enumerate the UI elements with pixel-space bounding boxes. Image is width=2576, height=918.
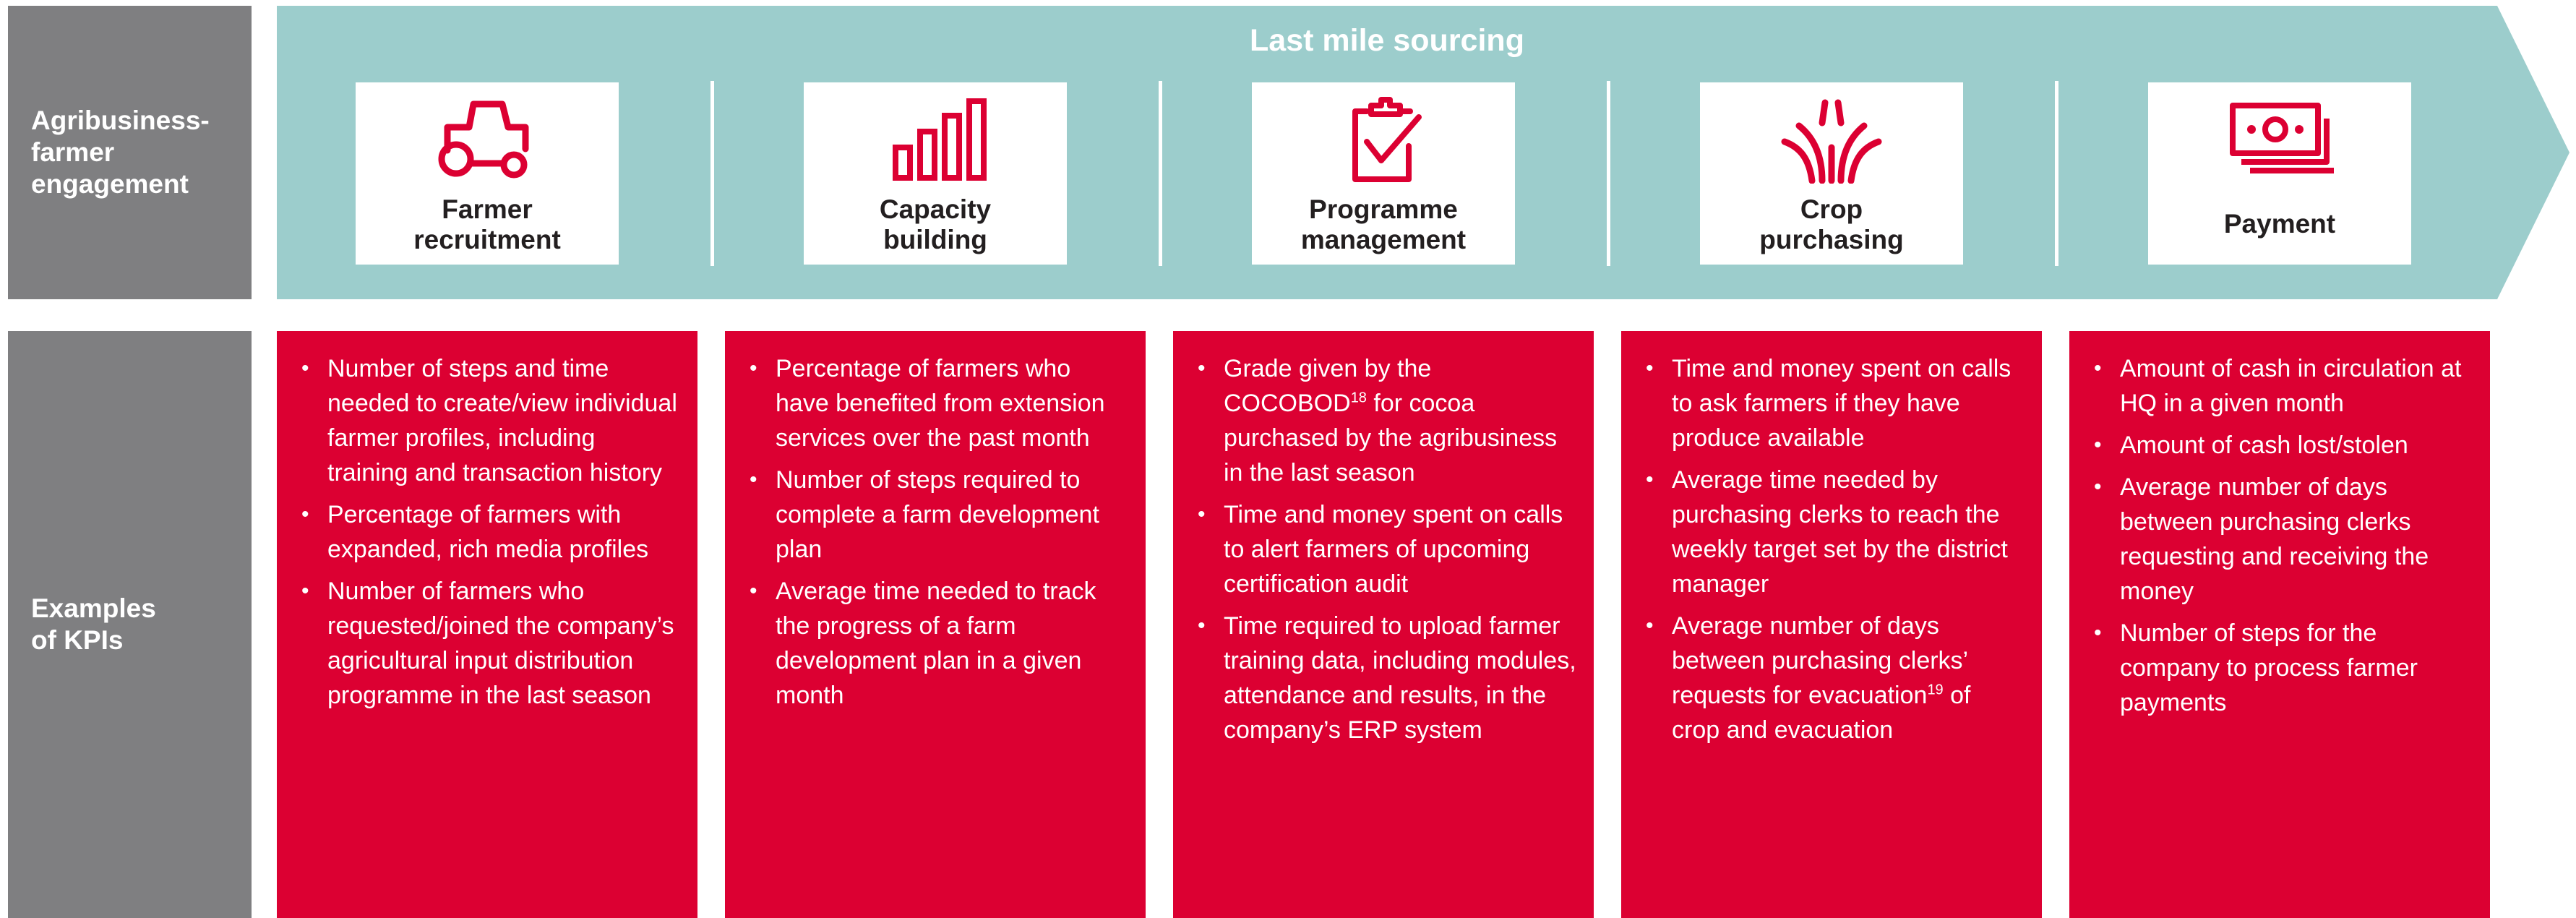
kpi-item: Average time needed to track the progres… [745, 574, 1128, 713]
step-payment: Payment [2148, 82, 2411, 265]
row-label-kpis-text: Examples of KPIs [31, 593, 156, 655]
footnote-ref: 18 [1350, 390, 1367, 406]
clipboard-check-icon [1352, 97, 1422, 182]
kpi-list: Percentage of farmers who have benefited… [745, 351, 1128, 713]
kpi-item: Percentage of farmers who have benefited… [745, 351, 1128, 455]
kpi-item: Average number of days between purchasin… [1641, 609, 2025, 747]
kpi-item: Time required to upload farmer training … [1193, 609, 1576, 747]
kpi-text: Grade given by the COCOBOD [1224, 355, 1432, 417]
kpi-list: Amount of cash in circulation at HQ in a… [2090, 351, 2473, 720]
kpi-item: Time and money spent on calls to alert f… [1193, 497, 1576, 601]
kpi-item: Number of steps required to complete a f… [745, 463, 1128, 567]
step-divider [1607, 81, 1610, 266]
step-label: Payment [2223, 209, 2336, 239]
kpi-list: Number of steps and time needed to creat… [297, 351, 680, 713]
step-programme-management: Programme management [1252, 82, 1515, 265]
step-divider [2055, 81, 2058, 266]
kpi-item: Grade given by the COCOBOD18 for cocoa p… [1193, 351, 1576, 490]
kpi-item: Average number of days between purchasin… [2090, 470, 2473, 609]
kpi-card-programme-management: Grade given by the COCOBOD18 for cocoa p… [1173, 331, 1594, 918]
kpi-item: Number of steps and time needed to creat… [297, 351, 680, 490]
kpi-item: Percentage of farmers with expanded, ric… [297, 497, 680, 567]
kpi-text: for cocoa purchased by the agribusiness … [1224, 390, 1558, 486]
kpi-list: Time and money spent on calls to ask far… [1641, 351, 2025, 747]
kpi-item: Amount of cash in circulation at HQ in a… [2090, 351, 2473, 421]
kpi-item: Number of steps for the company to proce… [2090, 616, 2473, 720]
row-label-engagement-text: Agribusiness- farmer engagement [31, 106, 210, 199]
kpi-item: Average time needed by purchasing clerks… [1641, 463, 2025, 601]
kpi-card-farmer-recruitment: Number of steps and time needed to creat… [277, 331, 697, 918]
kpi-text: Average number of days between purchasin… [1672, 612, 1967, 709]
tractor-icon [438, 100, 529, 179]
kpi-card-payment: Amount of cash in circulation at HQ in a… [2069, 331, 2490, 918]
step-label: Programme management [1300, 194, 1467, 254]
step-divider [710, 81, 714, 266]
step-label: Farmer recruitment [413, 194, 561, 254]
kpi-list: Grade given by the COCOBOD18 for cocoa p… [1193, 351, 1576, 747]
kpi-card-capacity-building: Percentage of farmers who have benefited… [725, 331, 1146, 918]
step-farmer-recruitment: Farmer recruitment [356, 82, 619, 265]
footnote-ref: 19 [1927, 682, 1944, 698]
step-capacity-building: Capacity building [804, 82, 1067, 265]
kpi-item: Amount of cash lost/stolen [2090, 428, 2473, 463]
bar-chart-icon [893, 98, 987, 181]
step-divider [1159, 81, 1162, 266]
kpi-item: Number of farmers who requested/joined t… [297, 574, 680, 713]
row-label-engagement: Agribusiness- farmer engagement [8, 6, 252, 299]
banknotes-icon [2230, 103, 2334, 173]
kpi-card-crop-purchasing: Time and money spent on calls to ask far… [1621, 331, 2042, 918]
crop-sprout-icon [1781, 99, 1882, 184]
step-crop-purchasing: Crop purchasing [1700, 82, 1963, 265]
kpi-text: of crop and evacuation [1672, 682, 1971, 744]
step-label: Capacity building [879, 194, 992, 254]
row-label-kpis: Examples of KPIs [8, 331, 252, 918]
banner-title: Last mile sourcing [1250, 23, 1524, 58]
kpi-item: Time and money spent on calls to ask far… [1641, 351, 2025, 455]
step-label: Crop purchasing [1759, 194, 1904, 254]
